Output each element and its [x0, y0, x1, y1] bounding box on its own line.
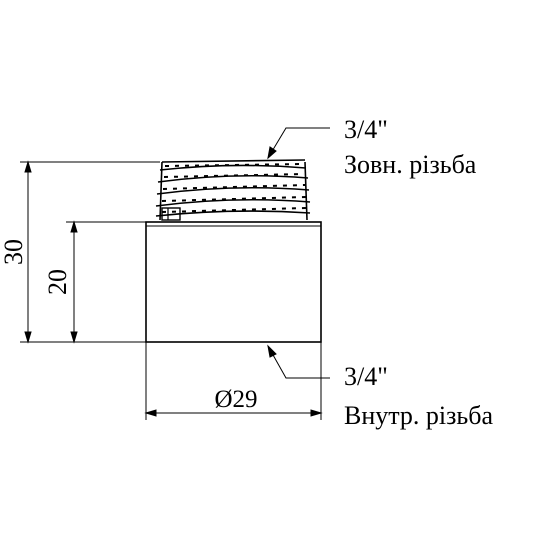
dimension-diameter-label: Ø29 [214, 386, 257, 413]
external-thread-size: 3/4" [344, 115, 388, 144]
dimension-body-height [66, 220, 146, 344]
external-thread-label: Зовн. різьба [344, 150, 477, 179]
external-thread [155, 159, 311, 221]
dimension-20-label: 20 [43, 269, 72, 295]
dimension-diameter [144, 342, 323, 420]
dimension-total-height [20, 160, 160, 344]
internal-thread-leader [267, 344, 330, 379]
internal-thread-size: 3/4" [344, 362, 388, 391]
fitting-body [145, 221, 322, 343]
external-thread-leader [267, 127, 330, 160]
internal-thread-label: Внутр. різьба [344, 401, 494, 430]
dimension-30-label: 30 [0, 239, 28, 265]
